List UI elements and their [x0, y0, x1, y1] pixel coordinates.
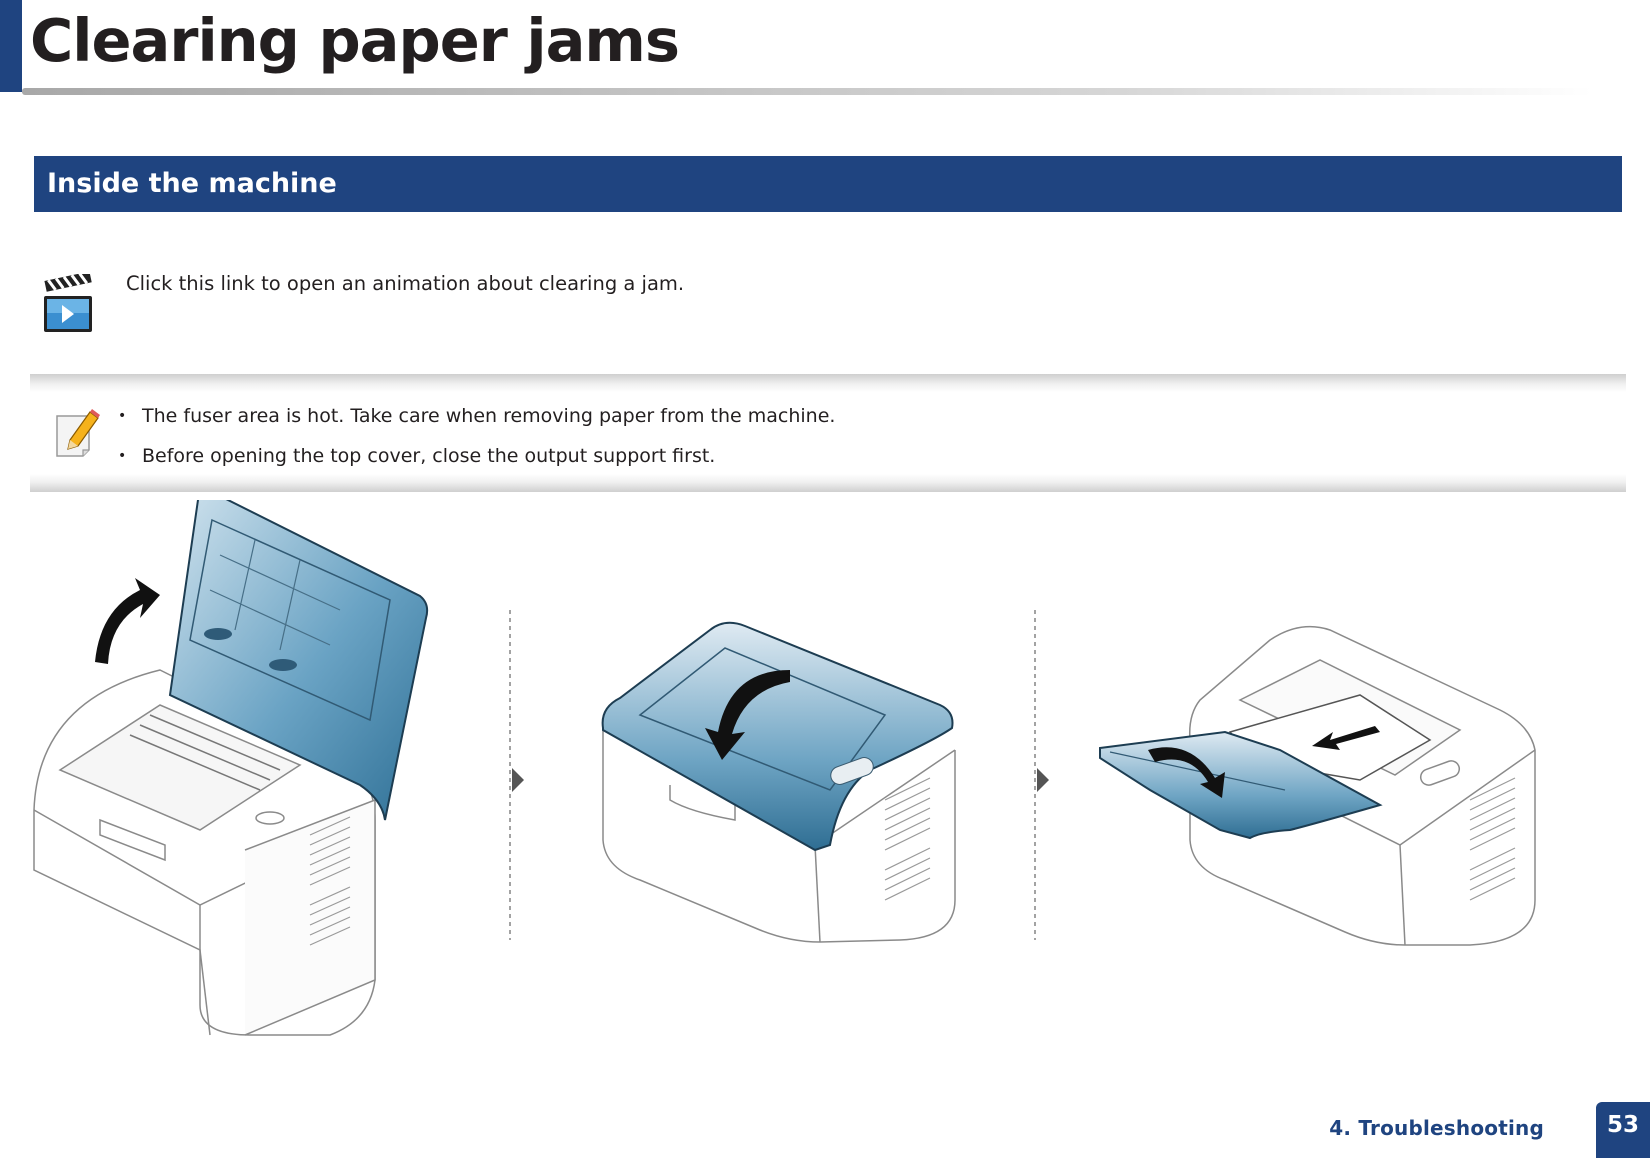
note-item: The fuser area is hot. Take care when re… [116, 396, 835, 436]
section-header: Inside the machine [34, 156, 1622, 212]
video-clapper-icon[interactable] [40, 274, 94, 336]
printer-steps-illustration [33, 500, 1536, 1036]
fold-arrow-icon [1148, 747, 1225, 798]
note-pencil-icon [56, 409, 100, 457]
note-box: The fuser area is hot. Take care when re… [30, 374, 1626, 492]
note-list: The fuser area is hot. Take care when re… [116, 396, 835, 476]
animation-link[interactable]: Click this link to open an animation abo… [126, 272, 685, 295]
open-arrow-icon [95, 578, 160, 664]
closed-top-cover [601, 621, 954, 852]
step-open-cover [33, 669, 376, 1036]
step-arrow-icon [1037, 768, 1049, 792]
section-title: Inside the machine [47, 168, 337, 199]
step-arrow-icon [512, 768, 524, 792]
page-number: 53 [1596, 1102, 1650, 1158]
page-title: Clearing paper jams [30, 6, 680, 75]
close-arrow-icon [705, 670, 790, 760]
footer-section-label: 4. Troubleshooting [1329, 1116, 1544, 1140]
open-top-cover [168, 500, 429, 821]
title-accent-bar [0, 0, 22, 92]
title-underline [22, 88, 1592, 95]
note-item: Before opening the top cover, close the … [116, 436, 835, 476]
note-bottom-rule [30, 474, 1626, 492]
note-top-rule [30, 374, 1626, 392]
paper-arrow-icon [1312, 726, 1380, 750]
